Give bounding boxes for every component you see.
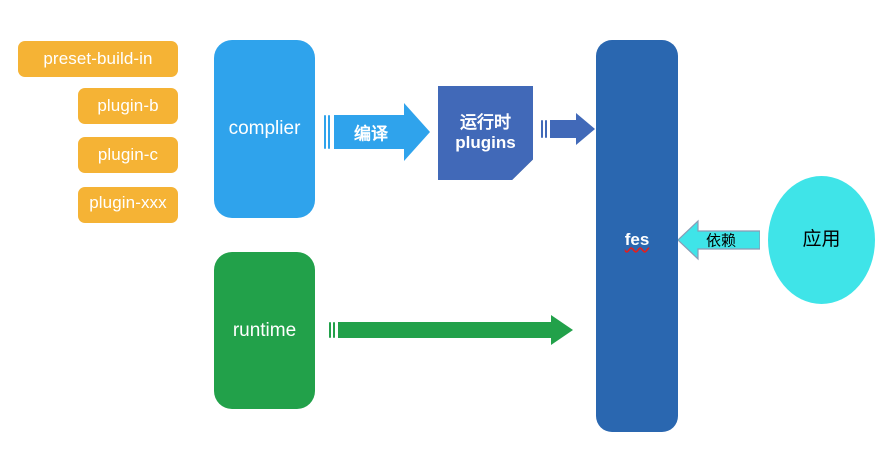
arrow-runtime-to-fes-body: [338, 322, 553, 338]
node-runtime-label: runtime: [232, 319, 297, 341]
plugin-chip-plugin-xxx[interactable]: plugin-xxx: [78, 187, 178, 223]
arrow-compile: 编译: [324, 103, 432, 161]
node-runtime[interactable]: runtime: [214, 252, 315, 409]
node-fes-label: fes: [624, 230, 650, 249]
arrow-dependency-label: 依赖: [706, 232, 737, 250]
arrow-dependency: 依赖: [677, 219, 761, 261]
plugin-chip-plugin-b[interactable]: plugin-b: [78, 88, 178, 124]
node-runtime-plugins-line2: plugins: [455, 133, 516, 152]
node-runtime-plugins[interactable]: 运行时 plugins: [438, 86, 533, 180]
arrow-compile-body: [334, 115, 406, 149]
node-app-label: 应用: [802, 229, 841, 251]
folded-corner-icon: [512, 159, 533, 180]
plugin-chip-plugin-c[interactable]: plugin-c: [78, 137, 178, 173]
node-runtime-plugins-line1: 运行时: [460, 113, 511, 133]
arrow-plugins-to-fes: [541, 108, 597, 150]
arrow-plugins-to-fes-head: [576, 113, 595, 145]
arrow-runtime-to-fes: [329, 309, 581, 351]
arrow-compile-head: [404, 103, 430, 161]
plugin-chip-label: preset-build-in: [43, 49, 153, 69]
node-complier[interactable]: complier: [214, 40, 315, 218]
arrow-runtime-to-fes-tail: [329, 322, 335, 338]
arrow-runtime-to-fes-head: [551, 315, 573, 345]
arrow-plugins-to-fes-tail: [541, 120, 547, 138]
plugin-chip-label: plugin-c: [97, 145, 159, 165]
plugin-chip-label: plugin-xxx: [89, 193, 167, 212]
arrow-plugins-to-fes-body: [550, 120, 578, 138]
node-complier-label: complier: [228, 118, 301, 140]
node-app[interactable]: 应用: [768, 176, 875, 304]
node-fes[interactable]: fes: [596, 40, 678, 432]
arrow-compile-label: 编译: [354, 124, 388, 144]
plugin-chip-preset-build-in[interactable]: preset-build-in: [18, 41, 178, 77]
plugin-chip-label: plugin-b: [97, 96, 159, 116]
arrow-compile-tail: [324, 115, 330, 149]
